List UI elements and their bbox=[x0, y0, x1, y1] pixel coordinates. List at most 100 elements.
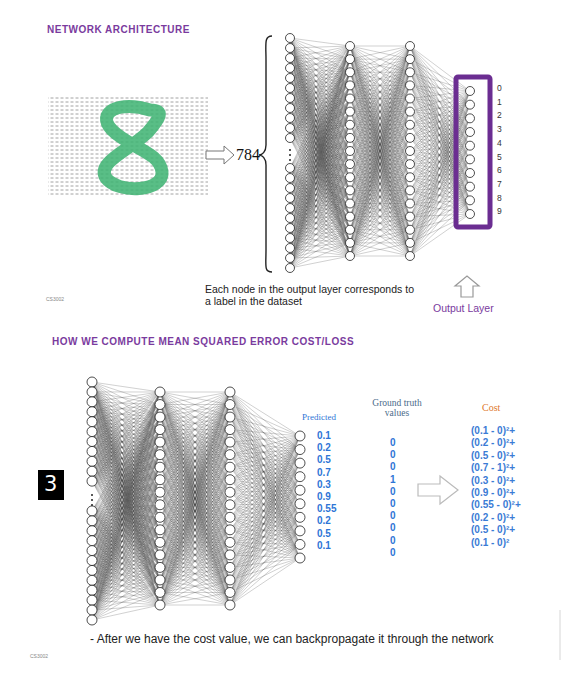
weight-line bbox=[410, 46, 470, 91]
weight-line bbox=[350, 85, 410, 256]
column-header: Predicted bbox=[302, 412, 336, 422]
weight-line bbox=[92, 417, 160, 590]
neuron bbox=[406, 252, 415, 261]
neuron bbox=[225, 525, 235, 535]
weight-line bbox=[160, 392, 230, 405]
weight-line bbox=[350, 46, 410, 230]
weight-line bbox=[410, 200, 470, 216]
weight-line bbox=[410, 46, 470, 132]
weight-line bbox=[350, 151, 410, 256]
weight-line bbox=[410, 146, 470, 256]
neuron bbox=[346, 120, 355, 129]
weight-line bbox=[410, 59, 470, 214]
neuron bbox=[286, 114, 295, 123]
ground-truth-value: 1 bbox=[390, 474, 396, 486]
weight-line bbox=[92, 467, 160, 620]
ground-truth-value: 0 bbox=[390, 486, 396, 498]
weight-line bbox=[410, 85, 470, 159]
weight-line bbox=[160, 417, 230, 605]
weight-line bbox=[92, 480, 160, 620]
weight-line bbox=[92, 417, 160, 580]
weight-line bbox=[230, 405, 300, 436]
neuron bbox=[286, 54, 295, 63]
neuron bbox=[466, 169, 475, 178]
weight-line bbox=[92, 467, 160, 600]
weight-line bbox=[92, 530, 160, 620]
weight-line bbox=[92, 492, 160, 600]
weight-line bbox=[350, 46, 410, 59]
predicted-value: 0.5 bbox=[317, 454, 331, 466]
neuron bbox=[87, 417, 97, 427]
neuron bbox=[406, 147, 415, 156]
weight-line bbox=[410, 59, 470, 159]
neuron bbox=[155, 537, 165, 547]
weight-line bbox=[92, 555, 160, 610]
class-digit: 3 bbox=[497, 125, 502, 135]
weight-line bbox=[92, 430, 160, 571]
weight-line bbox=[230, 531, 300, 568]
neuron bbox=[225, 537, 235, 547]
weight-line bbox=[290, 59, 350, 268]
weight-line bbox=[290, 243, 350, 248]
weight-line bbox=[410, 214, 470, 256]
weight-line bbox=[290, 164, 350, 258]
weight-line bbox=[230, 477, 300, 505]
weight-line bbox=[230, 505, 300, 558]
neuron bbox=[295, 512, 305, 522]
neuron bbox=[225, 575, 235, 585]
weight-line bbox=[410, 91, 470, 138]
weight-line bbox=[92, 391, 160, 392]
cost-term: (0.1 - 0)²+ bbox=[471, 425, 515, 437]
weight-line bbox=[160, 480, 230, 605]
neuron bbox=[87, 437, 97, 447]
weight-line bbox=[160, 392, 230, 405]
weight-line bbox=[230, 558, 300, 592]
neuron bbox=[87, 595, 97, 605]
weight-line bbox=[350, 46, 410, 230]
ellipsis-dot bbox=[91, 494, 93, 496]
neuron bbox=[87, 456, 97, 466]
weight-line bbox=[290, 112, 350, 258]
predicted-value: 0.9 bbox=[317, 491, 331, 503]
weight-line bbox=[350, 256, 410, 257]
weight-line bbox=[160, 392, 230, 605]
ellipsis-dot bbox=[289, 154, 291, 156]
ground-truth-value: 0 bbox=[390, 498, 396, 510]
weight-line bbox=[410, 91, 470, 190]
weight-line bbox=[230, 480, 300, 491]
weight-line bbox=[92, 467, 160, 590]
neuron bbox=[87, 565, 97, 575]
weight-line bbox=[290, 230, 350, 258]
neuron bbox=[87, 575, 97, 585]
weight-line bbox=[92, 442, 160, 451]
weight-line bbox=[160, 605, 230, 606]
weight-line bbox=[290, 151, 350, 238]
weight-line bbox=[92, 451, 160, 605]
weight-line bbox=[92, 430, 160, 561]
weight-line bbox=[230, 477, 300, 605]
weight-line bbox=[230, 477, 300, 593]
ground-truth-value: 0 bbox=[390, 535, 396, 547]
weight-line bbox=[410, 146, 470, 217]
weight-line bbox=[290, 72, 350, 268]
neuron bbox=[346, 238, 355, 247]
neuron bbox=[87, 407, 97, 417]
neuron bbox=[286, 174, 295, 183]
neuron bbox=[87, 397, 97, 407]
weight-line bbox=[290, 72, 350, 178]
weight-line bbox=[230, 442, 300, 449]
neuron bbox=[295, 499, 305, 509]
weight-line bbox=[290, 217, 350, 268]
predicted-value: 0.5 bbox=[317, 528, 331, 540]
weight-line bbox=[160, 392, 230, 417]
weight-line bbox=[350, 46, 410, 151]
weight-line bbox=[290, 177, 350, 208]
weight-line bbox=[160, 592, 230, 605]
weight-line bbox=[230, 455, 300, 491]
neuron bbox=[286, 84, 295, 93]
weight-line bbox=[410, 46, 470, 214]
neuron bbox=[466, 87, 475, 96]
neuron bbox=[87, 536, 97, 546]
weight-line bbox=[92, 405, 160, 620]
weight-line bbox=[290, 112, 350, 128]
